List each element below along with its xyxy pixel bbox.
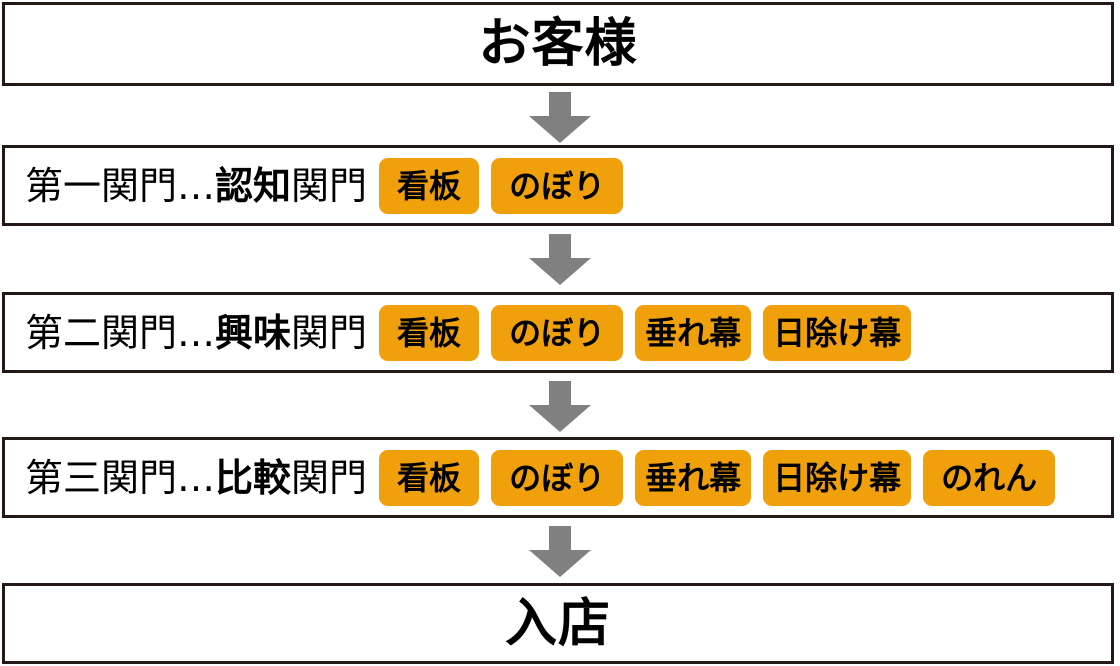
tag-kanban[interactable]: 看板 xyxy=(379,157,480,214)
gate-1-emphasis: 認知 xyxy=(215,163,292,208)
gate-3-tag-strip: 看板 のぼり 垂れ幕 日除け幕 のれん xyxy=(379,449,1056,506)
tag-nobori[interactable]: のぼり xyxy=(491,157,624,214)
gate-3-emphasis: 比較 xyxy=(215,455,292,500)
gate-2-emphasis: 興味 xyxy=(215,310,292,355)
tag-kanban[interactable]: 看板 xyxy=(379,304,480,361)
arrow-down-icon-2 xyxy=(525,234,595,286)
tag-hiyokemaku[interactable]: 日除け幕 xyxy=(763,449,912,506)
gate-1-label: 第一関門…認知関門 xyxy=(25,167,367,205)
tag-nobori[interactable]: のぼり xyxy=(491,304,624,361)
tag-hiyokemaku[interactable]: 日除け幕 xyxy=(763,304,912,361)
tag-kanban[interactable]: 看板 xyxy=(379,449,480,506)
customer-box: お客様 xyxy=(2,2,1114,86)
gate-3-ordinal: 第三関門 xyxy=(25,455,178,500)
gate-2-tag-strip: 看板 のぼり 垂れ幕 日除け幕 xyxy=(379,304,912,361)
gate-3-label: 第三関門…比較関門 xyxy=(25,459,367,497)
gate-1-separator: … xyxy=(177,163,216,208)
tag-nobori[interactable]: のぼり xyxy=(491,449,624,506)
gate-1-tag-strip: 看板 のぼり xyxy=(379,157,624,214)
arrow-down-icon-1 xyxy=(525,92,595,144)
tag-taremaku[interactable]: 垂れ幕 xyxy=(635,304,752,361)
gate-2-label: 第二関門…興味関門 xyxy=(25,314,367,352)
gate-row-1: 第一関門…認知関門 看板 のぼり xyxy=(2,145,1114,226)
gate-1-ordinal: 第一関門 xyxy=(25,163,178,208)
gate-1-suffix: 関門 xyxy=(291,163,368,208)
enter-store-box: 入店 xyxy=(2,583,1114,664)
tag-noren[interactable]: のれん xyxy=(923,449,1056,506)
gate-3-suffix: 関門 xyxy=(291,455,368,500)
gate-3-separator: … xyxy=(177,455,216,500)
customer-box-label: お客様 xyxy=(478,14,638,74)
gate-row-3: 第三関門…比較関門 看板 のぼり 垂れ幕 日除け幕 のれん xyxy=(2,437,1114,518)
gate-2-suffix: 関門 xyxy=(291,310,368,355)
tag-taremaku[interactable]: 垂れ幕 xyxy=(635,449,752,506)
gate-2-ordinal: 第二関門 xyxy=(25,310,178,355)
enter-store-box-label: 入店 xyxy=(504,593,611,654)
gate-row-2: 第二関門…興味関門 看板 のぼり 垂れ幕 日除け幕 xyxy=(2,292,1114,373)
arrow-down-icon-3 xyxy=(525,381,595,433)
gate-2-separator: … xyxy=(177,310,216,355)
arrow-down-icon-4 xyxy=(525,526,595,578)
